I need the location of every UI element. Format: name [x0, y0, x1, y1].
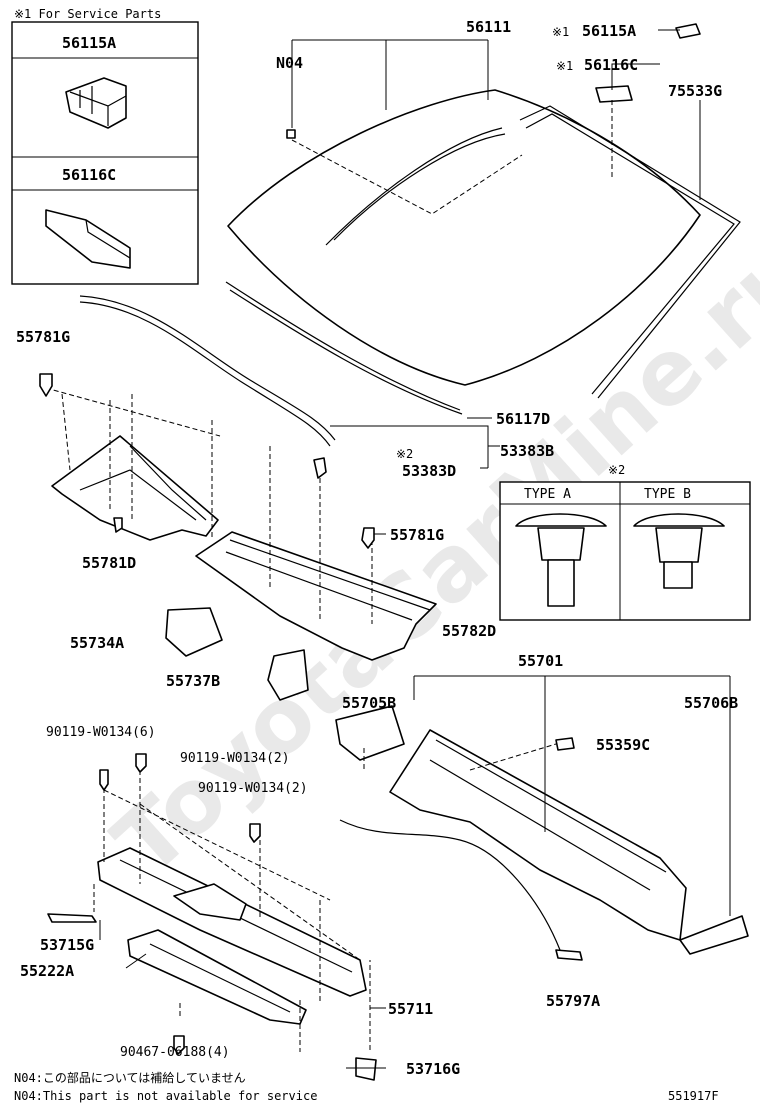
diagram-id: 551917F [668, 1089, 719, 1103]
cowl-lower-55711 [97, 847, 367, 997]
label-55359c: 55359C [596, 736, 650, 754]
bolt-c [249, 823, 261, 843]
service-item-56116c: 56116C [62, 166, 116, 184]
leader-lines-top [291, 29, 701, 419]
type-a-label: TYPE A [524, 487, 571, 502]
label-55781g-a: 55781G [16, 328, 70, 346]
service-item-56115a: 56115A [62, 34, 116, 52]
label-55705b: 55705B [342, 694, 396, 712]
pad-56116c-part [595, 85, 633, 103]
label-53383b: 53383B [500, 442, 554, 460]
label-mark1a: ※1 [552, 25, 569, 39]
clip-53383d [313, 457, 327, 479]
label-55737b: 55737B [166, 672, 220, 690]
label-55706b: 55706B [684, 694, 738, 712]
cowl-louver-left [51, 435, 219, 541]
type-box-marker: ※2 [608, 463, 625, 477]
service-parts-header: ※1 For Service Parts [14, 7, 161, 21]
cowl-panel-55701 [335, 705, 749, 961]
label-55734a: 55734A [70, 634, 124, 652]
pad-56116c-drawing [45, 209, 131, 269]
clip-55781d [113, 517, 123, 533]
seal-55737b [267, 649, 309, 701]
bracket-53715g [47, 913, 97, 923]
label-bolt-2b: 90119-W0134(2) [198, 781, 308, 796]
label-75533g: 75533G [668, 82, 722, 100]
weatherstrip-56117d [79, 295, 336, 447]
label-56115a: 56115A [582, 22, 636, 40]
label-90467: 90467-06188(4) [120, 1045, 230, 1060]
label-55222a: 55222A [20, 962, 74, 980]
label-bolt-2a: 90119-W0134(2) [180, 751, 290, 766]
type-b-label: TYPE B [644, 487, 691, 502]
leader-lines-cowl [45, 387, 500, 624]
pad-55359c [555, 737, 575, 751]
hose-55797a [555, 949, 583, 961]
note-en: N04:This part is not available for servi… [14, 1089, 317, 1103]
type-box: ※2 TYPE A TYPE B [499, 463, 751, 621]
label-53383d: 53383D [402, 462, 456, 480]
bracket-55706b [679, 915, 749, 955]
label-55781d: 55781D [82, 554, 136, 572]
windshield-glass [225, 23, 741, 415]
note-jp: N04:この部品については補給していません [14, 1070, 246, 1085]
label-n04: N04 [276, 54, 303, 72]
label-55701: 55701 [518, 652, 563, 670]
label-53716g: 53716G [406, 1060, 460, 1078]
label-55711: 55711 [388, 1000, 433, 1018]
label-mark1b: ※1 [556, 59, 573, 73]
clip-type-b-drawing [633, 513, 725, 589]
clip-56115a-drawing [65, 77, 127, 129]
cowl-louver-main [195, 531, 437, 661]
seal-55734a [165, 607, 223, 657]
label-56117d: 56117D [496, 410, 550, 428]
clip-type-a-drawing [515, 513, 607, 607]
bracket-55705b [335, 705, 405, 761]
label-56116c: 56116C [584, 56, 638, 74]
n04-part [286, 129, 296, 139]
label-55781g-b: 55781G [390, 526, 444, 544]
label-bolt-6: 90119-W0134(6) [46, 725, 156, 740]
leader-lines-bottom [93, 770, 386, 1069]
label-55797a: 55797A [546, 992, 600, 1010]
clip-55781g-a [39, 373, 53, 397]
service-parts-box: ※1 For Service Parts 56115A 56116C [11, 7, 199, 285]
screw-90467 [173, 1035, 185, 1055]
clip-56115a-part [675, 23, 701, 39]
bracket-53716g [355, 1057, 377, 1081]
label-mark2: ※2 [396, 447, 413, 461]
bolt-a [99, 769, 109, 791]
label-55782d: 55782D [442, 622, 496, 640]
label-56111: 56111 [466, 18, 511, 36]
clip-55781g-b [361, 527, 375, 549]
label-53715g: 53715G [40, 936, 94, 954]
bolt-b [135, 753, 147, 773]
